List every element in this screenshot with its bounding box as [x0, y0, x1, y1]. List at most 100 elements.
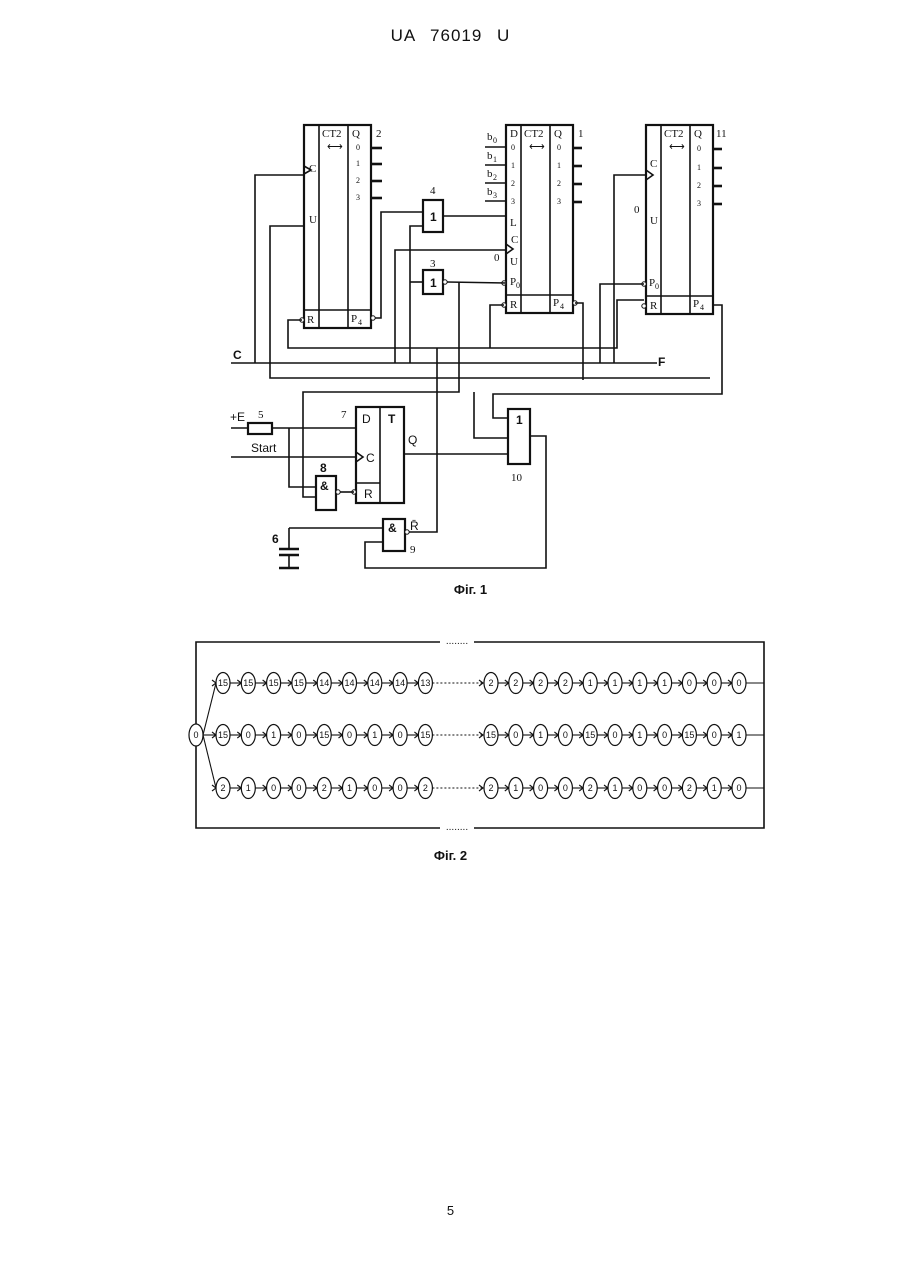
- state-value: 0: [736, 678, 741, 688]
- state-row: 15 15 15 15 14 14 14 14 13 2 2 2 2 1 1 1 1 0 0 0: [203, 673, 764, 736]
- state-value: 2: [513, 678, 518, 688]
- state-node: 14: [317, 673, 331, 694]
- state-node: 15: [216, 673, 230, 694]
- state-value: 15: [218, 730, 228, 740]
- state-node: 0: [658, 725, 672, 746]
- state-value: 0: [372, 783, 377, 793]
- state-value: 14: [395, 678, 405, 688]
- state-node: 2: [534, 673, 548, 694]
- state-value: 14: [319, 678, 329, 688]
- state-node: 2: [558, 673, 572, 694]
- state-value: 0: [246, 730, 251, 740]
- frame-bottom-dots: ........: [446, 822, 468, 833]
- state-node: 0: [558, 778, 572, 799]
- page-number: 5: [0, 1203, 901, 1218]
- state-row: 21002100221002100210: [203, 735, 764, 799]
- state-value: 0: [712, 730, 717, 740]
- state-node: 0: [658, 778, 672, 799]
- svg-text:0: 0: [193, 730, 198, 740]
- state-node: 2: [418, 778, 432, 799]
- state-value: 0: [687, 678, 692, 688]
- state-node: 0: [732, 778, 746, 799]
- state-node: 1: [583, 673, 597, 694]
- state-value: 2: [588, 783, 593, 793]
- state-node: 0: [241, 725, 255, 746]
- state-value: 14: [370, 678, 380, 688]
- state-node: 2: [682, 778, 696, 799]
- state-node: 0: [682, 673, 696, 694]
- state-node: 1: [534, 725, 548, 746]
- state-value: 2: [488, 678, 493, 688]
- state-node: 1: [658, 673, 672, 694]
- state-node: 1: [368, 725, 382, 746]
- state-value: 15: [486, 730, 496, 740]
- state-node: 0: [292, 725, 306, 746]
- state-node: 2: [484, 778, 498, 799]
- state-node: 2: [216, 778, 230, 799]
- state-value: 15: [684, 730, 694, 740]
- state-value: 1: [372, 730, 377, 740]
- state-node: 15: [317, 725, 331, 746]
- state-value: 2: [220, 783, 225, 793]
- state-value: 1: [637, 678, 642, 688]
- state-value: 1: [612, 783, 617, 793]
- state-node: 0: [393, 778, 407, 799]
- state-value: 0: [563, 730, 568, 740]
- start-connector: [203, 735, 216, 788]
- state-node: 15: [682, 725, 696, 746]
- state-value: 15: [294, 678, 304, 688]
- state-value: 14: [344, 678, 354, 688]
- state-node: 0: [707, 725, 721, 746]
- state-node: 15: [418, 725, 432, 746]
- state-value: 0: [398, 783, 403, 793]
- state-value: 15: [420, 730, 430, 740]
- state-value: 0: [347, 730, 352, 740]
- state-node: 0: [267, 778, 281, 799]
- figure-2-caption: Фіг. 2: [0, 848, 901, 863]
- state-value: 0: [637, 783, 642, 793]
- state-node: 0: [707, 673, 721, 694]
- state-node: 0: [534, 778, 548, 799]
- state-value: 0: [296, 783, 301, 793]
- state-node: 13: [418, 673, 432, 694]
- state-node: 15: [484, 725, 498, 746]
- state-value: 15: [585, 730, 595, 740]
- state-node: 2: [484, 673, 498, 694]
- state-node: 0: [292, 778, 306, 799]
- state-node: 1: [732, 725, 746, 746]
- state-value: 1: [538, 730, 543, 740]
- state-node: 0: [633, 778, 647, 799]
- state-value: 2: [563, 678, 568, 688]
- state-node: 15: [267, 673, 281, 694]
- state-node: 2: [317, 778, 331, 799]
- state-node: 15: [241, 673, 255, 694]
- state-node: 14: [368, 673, 382, 694]
- state-value: 1: [513, 783, 518, 793]
- state-node: 15: [292, 673, 306, 694]
- state-value: 2: [423, 783, 428, 793]
- state-node: 1: [343, 778, 357, 799]
- state-value: 0: [662, 783, 667, 793]
- state-node: 15: [583, 725, 597, 746]
- state-node: 0: [368, 778, 382, 799]
- state-node: 1: [509, 778, 523, 799]
- state-value: 1: [271, 730, 276, 740]
- state-value: 2: [687, 783, 692, 793]
- state-node: 1: [267, 725, 281, 746]
- frame-top-dots: ........: [446, 636, 468, 647]
- state-node: 0: [509, 725, 523, 746]
- state-node: 1: [608, 778, 622, 799]
- state-value: 2: [538, 678, 543, 688]
- state-node: 0: [393, 725, 407, 746]
- state-value: 15: [269, 678, 279, 688]
- state-node: 1: [608, 673, 622, 694]
- state-value: 15: [218, 678, 228, 688]
- state-value: 1: [347, 783, 352, 793]
- state-value: 13: [420, 678, 430, 688]
- state-rows: 1515151514141414132222111100015010150101…: [203, 673, 764, 799]
- state-value: 15: [243, 678, 253, 688]
- state-node: 1: [707, 778, 721, 799]
- state-node: 0: [732, 673, 746, 694]
- state-value: 1: [588, 678, 593, 688]
